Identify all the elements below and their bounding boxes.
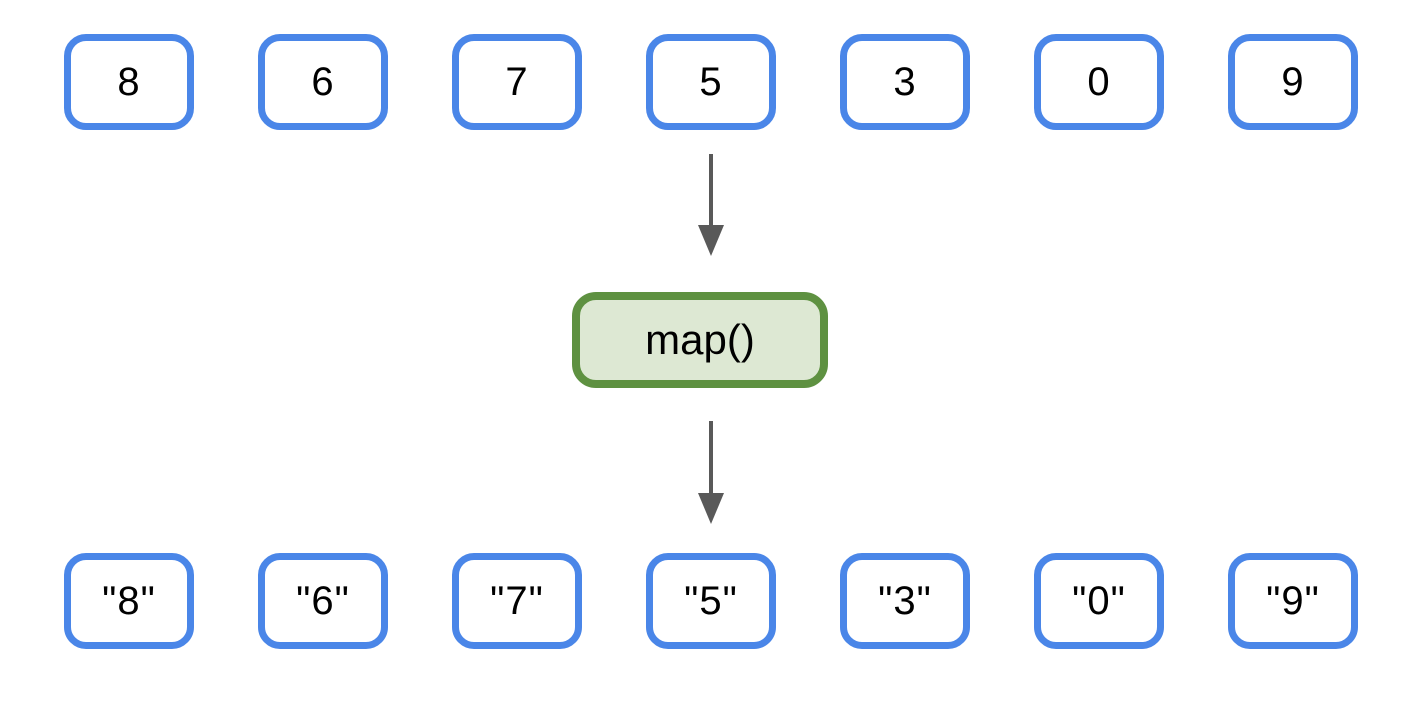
input-box: 3	[840, 34, 970, 130]
output-box: "6"	[258, 553, 388, 649]
output-box: "0"	[1034, 553, 1164, 649]
output-values-row: "8" "6" "7" "5" "3" "0" "9"	[64, 553, 1358, 649]
input-box: 5	[646, 34, 776, 130]
input-box: 9	[1228, 34, 1358, 130]
input-box: 7	[452, 34, 582, 130]
output-box: "9"	[1228, 553, 1358, 649]
output-box: "5"	[646, 553, 776, 649]
down-arrow-icon	[698, 154, 724, 256]
input-values-row: 8 6 7 5 3 0 9	[64, 34, 1358, 130]
down-arrow-icon	[698, 421, 724, 524]
output-box: "3"	[840, 553, 970, 649]
output-box: "8"	[64, 553, 194, 649]
input-box: 8	[64, 34, 194, 130]
input-box: 6	[258, 34, 388, 130]
input-box: 0	[1034, 34, 1164, 130]
map-function-box: map()	[572, 292, 828, 388]
output-box: "7"	[452, 553, 582, 649]
